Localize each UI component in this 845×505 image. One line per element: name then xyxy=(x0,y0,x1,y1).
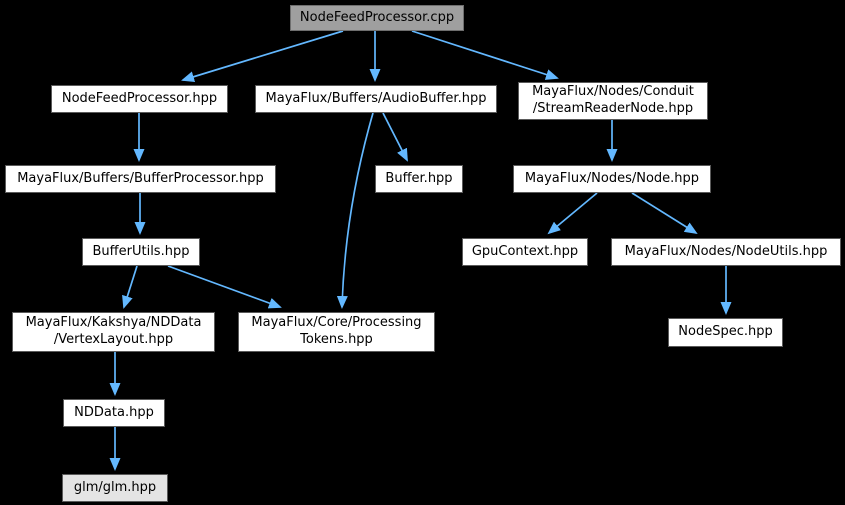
graph-node-nodefeedprocessor-cpp: NodeFeedProcessor.cpp xyxy=(290,5,464,31)
graph-node-nodefeedprocessor-hpp[interactable]: NodeFeedProcessor.hpp xyxy=(51,85,228,113)
edge-audiobuffer-to-processingtokens xyxy=(336,112,374,309)
graph-node-buffer-hpp[interactable]: Buffer.hpp xyxy=(375,165,463,193)
graph-node-processingtokens-hpp[interactable]: MayaFlux/Core/Processing Tokens.hpp xyxy=(238,312,435,352)
graph-node-bufferutils-hpp[interactable]: BufferUtils.hpp xyxy=(82,238,200,266)
graph-node-nodeutils-hpp[interactable]: MayaFlux/Nodes/NodeUtils.hpp xyxy=(611,238,841,266)
graph-node-nodespec-hpp[interactable]: NodeSpec.hpp xyxy=(668,318,783,347)
edge-root-to-streamreadernode xyxy=(411,30,559,80)
edge-bufferutils-to-processingtokens xyxy=(167,265,282,309)
edge-bufferutils-to-vertexlayout xyxy=(122,265,138,309)
graph-node-gpucontext-hpp[interactable]: GpuContext.hpp xyxy=(462,238,588,266)
graph-node-vertexlayout-hpp[interactable]: MayaFlux/Kakshya/NDData /VertexLayout.hp… xyxy=(12,312,215,352)
graph-node-audiobuffer-hpp[interactable]: MayaFlux/Buffers/AudioBuffer.hpp xyxy=(255,85,497,113)
edge-audiobuffer-to-buffer xyxy=(382,112,408,162)
graph-node-node-hpp[interactable]: MayaFlux/Nodes/Node.hpp xyxy=(513,165,711,193)
graph-node-streamreadernode-hpp[interactable]: MayaFlux/Nodes/Conduit /StreamReaderNode… xyxy=(518,82,708,120)
graph-node-glm-hpp[interactable]: glm/glm.hpp xyxy=(62,474,168,502)
edge-node-to-gpucontext xyxy=(547,192,598,235)
graph-node-nddata-hpp[interactable]: NDData.hpp xyxy=(63,399,165,427)
graph-node-bufferprocessor-hpp[interactable]: MayaFlux/Buffers/BufferProcessor.hpp xyxy=(5,165,276,193)
edge-root-to-nodefeedprocessor-hpp xyxy=(181,30,344,83)
edge-node-to-nodeutils xyxy=(631,192,698,235)
